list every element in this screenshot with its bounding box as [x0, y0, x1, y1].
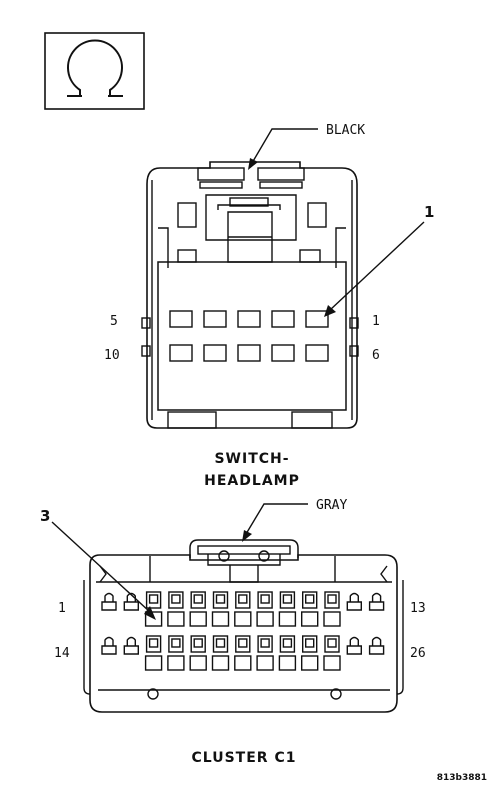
switch-pin-label-6: 6 — [372, 348, 380, 363]
switch-pin-cavity — [237, 344, 261, 362]
switch-pin-label-1: 1 — [372, 314, 380, 329]
cluster-callout-number: 3 — [40, 507, 50, 525]
cluster-pin-cavity — [256, 635, 274, 671]
cluster-pin-cavity — [301, 635, 319, 671]
cluster-pin-cavity — [167, 635, 185, 671]
switch-pin-grid — [169, 310, 329, 362]
switch-title-line1: SWITCH- — [214, 451, 289, 467]
cluster-pin-cavity — [123, 636, 139, 655]
cluster-pin-cavity — [301, 591, 319, 627]
cluster-pin-cavity — [323, 591, 341, 627]
switch-pin-cavity — [305, 344, 329, 362]
cluster-pin-grid — [101, 591, 385, 671]
cluster-pin-cavity — [189, 591, 207, 627]
cluster-pin-cavity — [368, 592, 385, 611]
cluster-color-leader — [245, 503, 308, 535]
switch-pin-cavity — [305, 310, 329, 328]
cluster-callout-leader — [51, 521, 151, 613]
switch-pin-label-5: 5 — [110, 314, 118, 329]
switch-pin-cavity — [169, 344, 193, 362]
switch-title-line2: HEADLAMP — [204, 473, 300, 489]
switch-pin-cavity — [169, 310, 193, 328]
ohm-symbol-box — [44, 32, 145, 110]
cluster-pin-cavity — [323, 635, 341, 671]
switch-callout-leader — [329, 221, 425, 311]
switch-headlamp-connector — [141, 161, 359, 429]
cluster-pin-cavity — [368, 636, 385, 655]
figure-id: 813b3881 — [437, 773, 487, 783]
switch-pin-cavity — [203, 344, 227, 362]
cluster-pin-label-14: 14 — [54, 646, 70, 661]
cluster-pin-cavity — [144, 591, 163, 627]
cluster-pin-cavity — [101, 592, 117, 611]
switch-pin-cavity — [271, 344, 295, 362]
switch-color-label: BLACK — [326, 123, 365, 138]
switch-pin-label-10: 10 — [104, 348, 120, 363]
cluster-pin-cavity — [101, 636, 117, 655]
cluster-pin-cavity — [346, 636, 362, 655]
cluster-c1-connector — [83, 539, 404, 713]
cluster-pin-cavity — [189, 635, 207, 671]
cluster-pin-cavity — [346, 592, 362, 611]
cluster-pin-cavity — [167, 591, 185, 627]
cluster-pin-label-1: 1 — [58, 601, 66, 616]
switch-pin-cavity — [237, 310, 261, 328]
cluster-pin-cavity — [211, 591, 230, 627]
cluster-pin-cavity — [234, 635, 252, 671]
switch-pin-cavity — [271, 310, 295, 328]
cluster-pin-label-13: 13 — [410, 601, 426, 616]
cluster-color-label: GRAY — [316, 498, 347, 513]
cluster-pin-cavity — [144, 635, 163, 671]
cluster-pin-cavity — [211, 635, 230, 671]
cluster-pin-cavity — [234, 591, 252, 627]
cluster-pin-cavity — [256, 591, 274, 627]
ohm-icon — [67, 39, 123, 97]
cluster-pin-cavity — [278, 635, 297, 671]
cluster-title: CLUSTER C1 — [192, 750, 297, 766]
cluster-pin-cavity — [278, 591, 297, 627]
cluster-pin-cavity — [123, 592, 139, 611]
switch-callout-number: 1 — [424, 203, 434, 221]
switch-color-leader — [251, 128, 318, 164]
switch-pin-cavity — [203, 310, 227, 328]
cluster-pin-label-26: 26 — [410, 646, 426, 661]
